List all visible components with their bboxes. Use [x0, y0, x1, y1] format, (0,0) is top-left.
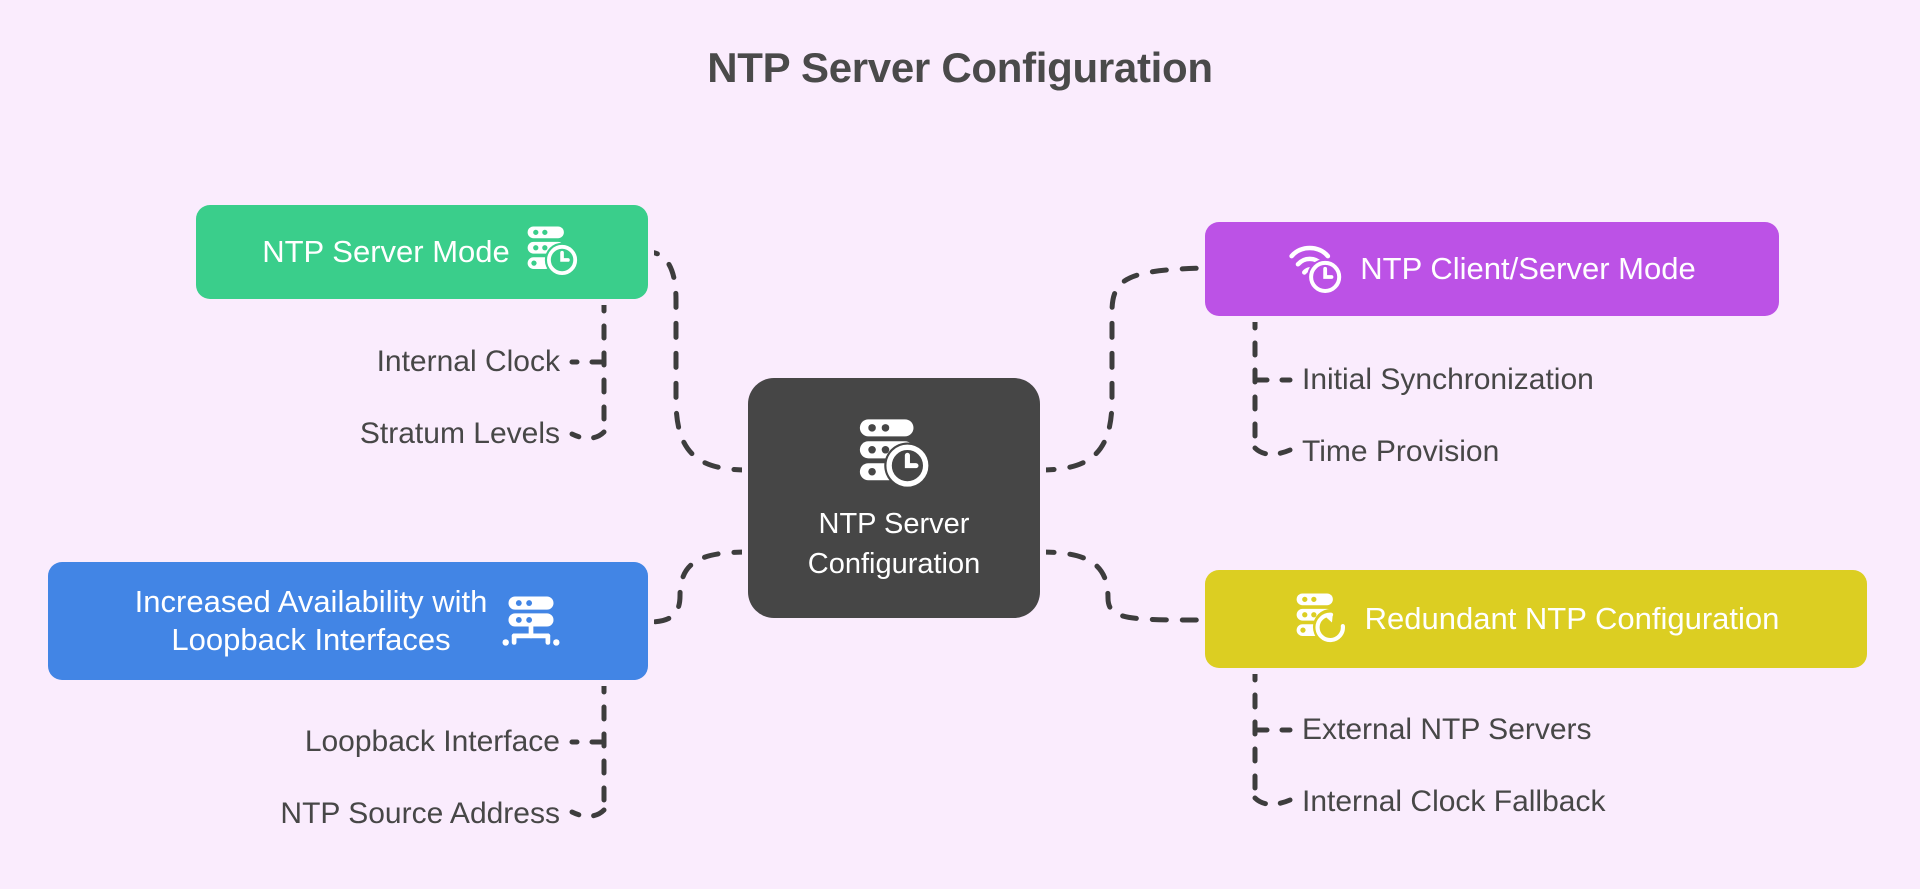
central-node-label: NTP Server Configuration	[807, 508, 981, 580]
leaf-initial-synchronization[interactable]: Initial Synchronization	[1302, 363, 1594, 396]
leaf-external-ntp-servers[interactable]: External NTP Servers	[1302, 713, 1592, 746]
branch-label-ntp-server-mode: NTP Server Mode	[262, 234, 510, 270]
branch-label-increased-availability-loopback: Increased Availability with Loopback Int…	[134, 584, 488, 657]
leaf-loopback-interface[interactable]: Loopback Interface	[304, 725, 560, 758]
page-title: NTP Server Configuration	[707, 44, 1213, 91]
central-node[interactable]: NTP Server Configuration	[748, 378, 1040, 618]
link-purple-child-1	[1252, 445, 1293, 457]
server-clock-icon	[524, 221, 582, 284]
server-clock-icon	[855, 412, 933, 495]
link-central-blue	[645, 549, 751, 625]
leaf-internal-clock-fallback[interactable]: Internal Clock Fallback	[1302, 785, 1606, 818]
branch-label-ntp-client-server-mode: NTP Client/Server Mode	[1360, 251, 1696, 287]
branch-label-redundant-ntp-configuration: Redundant NTP Configuration	[1364, 601, 1780, 637]
link-central-green	[645, 249, 751, 473]
link-blue-child-1	[569, 807, 607, 819]
server-refresh-icon	[1293, 588, 1351, 651]
branch-node-redundant-ntp-configuration[interactable]: Redundant NTP Configuration	[1205, 570, 1867, 668]
link-green-child-1	[569, 429, 607, 441]
branch-node-ntp-server-mode[interactable]: NTP Server Mode	[196, 205, 648, 299]
leaf-internal-clock[interactable]: Internal Clock	[376, 345, 560, 378]
link-yellow-child-1	[1252, 795, 1293, 807]
leaf-ntp-source-address[interactable]: NTP Source Address	[280, 797, 560, 830]
wifi-clock-icon	[1288, 238, 1346, 301]
leaf-stratum-levels[interactable]: Stratum Levels	[359, 417, 560, 450]
server-network-icon	[501, 589, 561, 654]
branch-node-increased-availability-loopback[interactable]: Increased Availability with Loopback Int…	[48, 562, 648, 680]
branch-node-ntp-client-server-mode[interactable]: NTP Client/Server Mode	[1205, 222, 1779, 316]
link-central-purple	[1037, 265, 1208, 473]
leaf-time-provision[interactable]: Time Provision	[1302, 435, 1500, 468]
link-central-yellow	[1037, 549, 1208, 623]
